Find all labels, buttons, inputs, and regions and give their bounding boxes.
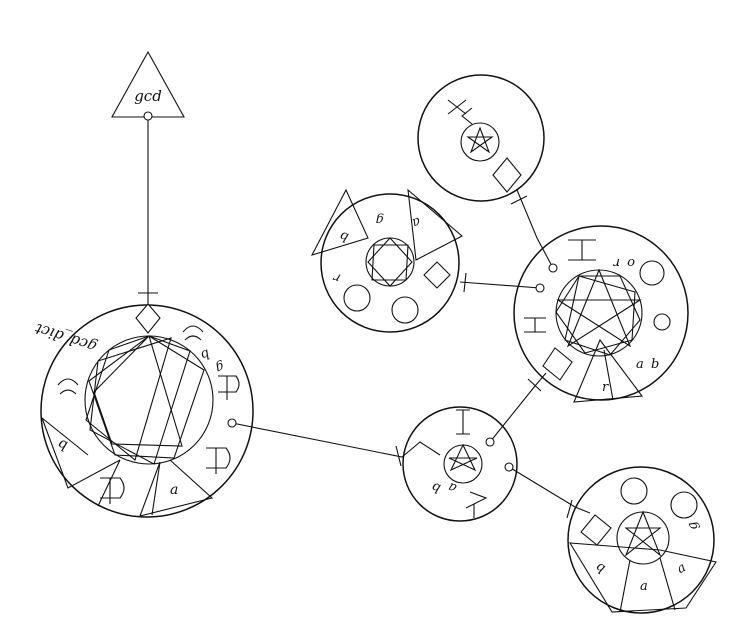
ba-port-1 — [485, 437, 495, 447]
main-node: gcd_dict b a b g — [32, 303, 254, 518]
top-outer-circle — [417, 74, 545, 202]
bottom-tri-line-1 — [619, 559, 631, 613]
node-top — [417, 74, 545, 202]
main-glyph-right-2 — [206, 447, 231, 474]
left-triangle — [310, 188, 369, 256]
wire-left-right — [459, 281, 541, 289]
right-label-r: r — [602, 380, 609, 395]
main-function-label: gcd_dict — [32, 319, 99, 356]
main-param-b: b — [56, 435, 70, 453]
root-triangle — [111, 50, 185, 118]
bottom-triangle — [568, 542, 717, 613]
wire-main-ba — [231, 422, 441, 458]
right-star-2 — [555, 275, 641, 356]
right-glyph-top — [568, 239, 596, 261]
right-label-b: b — [651, 357, 659, 372]
main-glyph-right-1 — [218, 375, 240, 400]
root-label: gcd — [134, 87, 162, 105]
right-outer-circle — [513, 225, 689, 401]
bottom-diamond — [580, 514, 612, 546]
right-circle-glyph-2 — [653, 313, 671, 331]
right-diamond — [542, 347, 573, 381]
left-triangle-2 — [407, 188, 463, 261]
bottom-outer-circle — [567, 466, 715, 614]
right-tri-line — [603, 349, 614, 401]
main-glyph-top-right — [182, 325, 204, 341]
node-ba: b a — [402, 406, 518, 522]
node-left: b g r a — [310, 188, 463, 333]
bottom-param-a: a — [640, 579, 648, 594]
right-label-r2: r — [613, 255, 620, 270]
main-param-a: a — [170, 482, 178, 498]
tick-ba-bottom — [566, 499, 573, 519]
main-port-right — [227, 418, 237, 428]
main-wedge-line-1 — [97, 459, 121, 507]
ba-param-b: b — [430, 479, 443, 496]
root-node: gcd — [111, 50, 185, 121]
left-circle-glyph-2 — [391, 296, 419, 324]
right-label-o: o — [627, 255, 635, 270]
bottom-param-a2: a — [675, 560, 689, 577]
main-inner-label-g: g — [213, 358, 226, 375]
right-glyph-left — [524, 317, 546, 333]
right-star — [556, 268, 642, 348]
ba-param-a: a — [446, 479, 458, 496]
top-glyph — [447, 99, 473, 125]
tick-top-right — [510, 195, 528, 205]
tick-ba-right — [527, 378, 542, 392]
left-label-b: b — [338, 228, 351, 245]
left-star-2 — [371, 244, 409, 281]
main-diamond-port — [135, 303, 161, 334]
main-wedge-line-2 — [151, 461, 161, 516]
bottom-circle-glyph-1 — [620, 477, 648, 505]
tick-left-right — [463, 272, 467, 293]
bottom-param-b: b — [593, 559, 608, 576]
left-diamond — [423, 261, 451, 289]
ba-glyph-top — [456, 409, 470, 435]
bottom-circle-glyph-2 — [670, 491, 698, 519]
ba-glyph-bottom — [465, 491, 488, 518]
main-glyph-left — [57, 378, 79, 395]
node-right: r a b r o — [513, 225, 689, 403]
top-diamond — [492, 157, 522, 193]
main-wedge-a — [139, 459, 214, 517]
bottom-inner-circle — [616, 511, 670, 565]
main-star-2 — [88, 335, 205, 459]
right-port-1 — [548, 263, 558, 273]
left-label-g: g — [376, 212, 384, 227]
wires — [138, 117, 591, 519]
top-inner-circle — [460, 122, 500, 162]
left-outer-circle — [320, 193, 460, 333]
bottom-param-g: g — [685, 519, 702, 532]
main-inner-label-b: b — [198, 345, 211, 362]
main-star — [85, 335, 191, 465]
left-circle-glyph-1 — [343, 284, 371, 312]
ba-outer-circle — [402, 406, 518, 522]
left-label-r: r — [331, 269, 343, 285]
right-label-a: a — [636, 357, 644, 372]
main-wedge-b — [40, 416, 121, 489]
main-glyph-bottom — [100, 477, 125, 504]
bottom-tri-line-2 — [659, 557, 676, 611]
right-port-2 — [535, 283, 545, 293]
ba-star — [448, 443, 478, 472]
wire-top-right — [516, 189, 554, 269]
tick-main-ba — [395, 445, 402, 467]
left-star — [367, 237, 413, 287]
root-port — [143, 111, 153, 121]
right-circle-glyph — [639, 260, 665, 286]
ba-port-2 — [504, 462, 514, 472]
wire-ba-right — [489, 372, 547, 443]
wire-ba-bottom — [508, 466, 591, 514]
node-bottom: b a a g — [567, 466, 717, 614]
right-triangle — [573, 338, 644, 403]
top-star — [466, 126, 494, 154]
